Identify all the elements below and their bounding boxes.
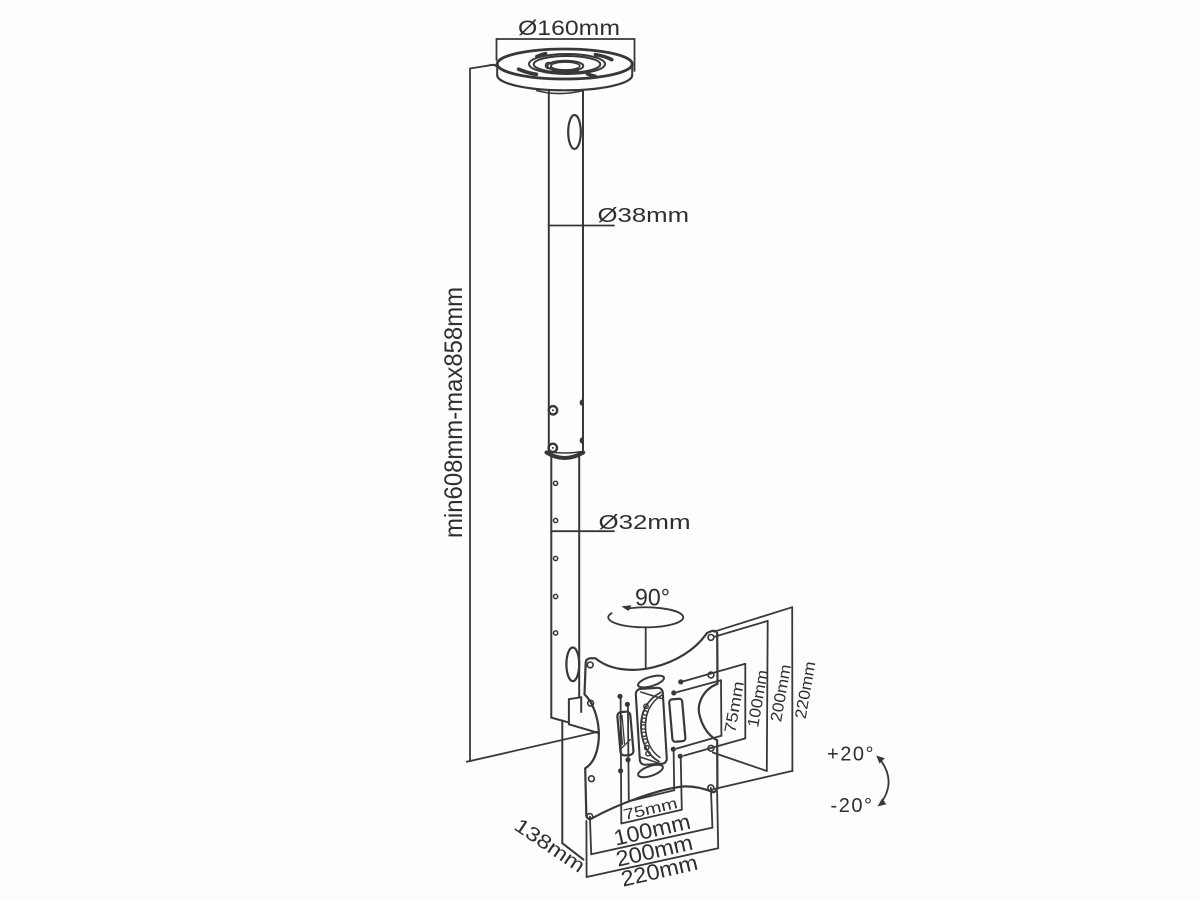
svg-text:-20°: -20°: [831, 795, 874, 817]
svg-text:200mm: 200mm: [768, 663, 795, 723]
svg-text:75mm: 75mm: [722, 680, 748, 734]
svg-text:Ø38mm: Ø38mm: [598, 205, 690, 227]
svg-text:min608mm-max858mm: min608mm-max858mm: [440, 287, 468, 538]
svg-text:Ø160mm: Ø160mm: [518, 16, 620, 40]
svg-text:138mm: 138mm: [510, 815, 589, 878]
svg-text:+20°: +20°: [827, 744, 875, 766]
svg-text:Ø32mm: Ø32mm: [599, 512, 691, 534]
svg-text:220mm: 220mm: [793, 660, 820, 720]
